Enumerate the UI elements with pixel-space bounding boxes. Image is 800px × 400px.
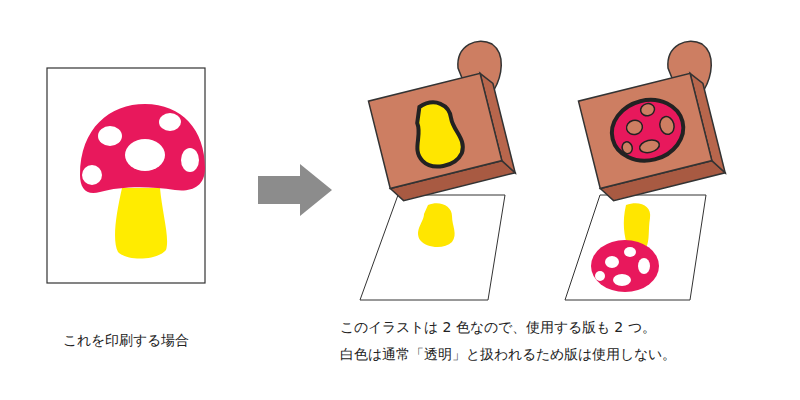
paper-sheet bbox=[47, 68, 205, 283]
caption-text: 白色は通常「透明」と扱われるため版は使用しない。 bbox=[340, 345, 676, 363]
stamp-yellow bbox=[360, 41, 515, 300]
caption-text: このイラストは 2 色なので、使用する版も 2 つ。 bbox=[340, 318, 656, 336]
mushroom bbox=[80, 104, 205, 259]
arrow bbox=[258, 164, 332, 216]
caption-text: これを印刷する場合 bbox=[63, 331, 189, 349]
stamp-pink bbox=[565, 41, 725, 300]
